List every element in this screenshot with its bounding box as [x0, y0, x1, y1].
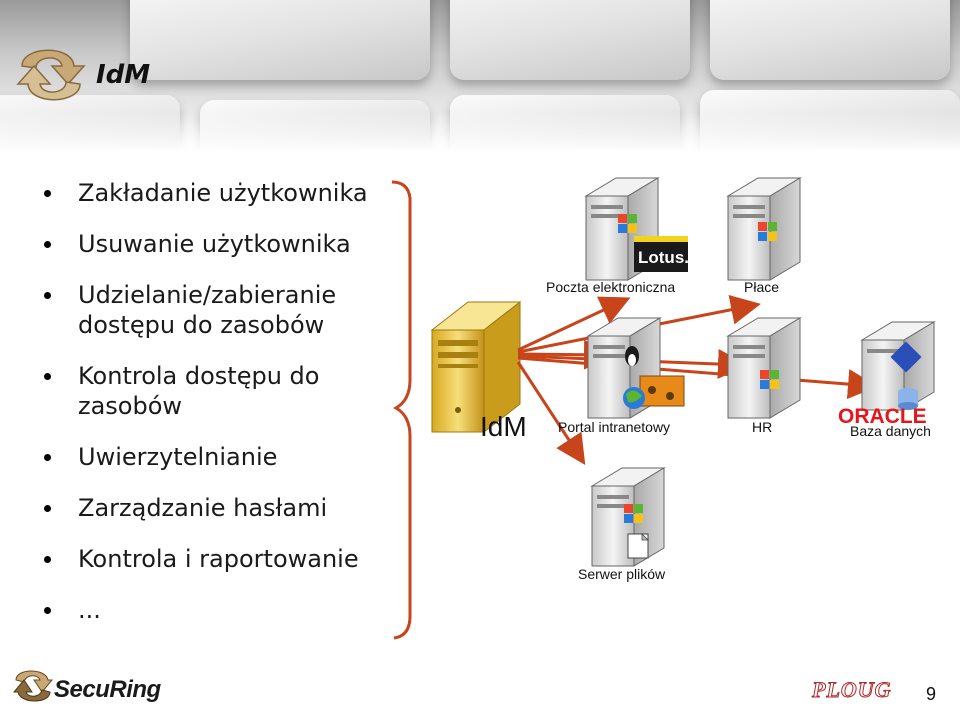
list-item: Zakładanie użytkownika — [40, 178, 410, 208]
list-item: Kontrola dostępu do zasobów — [40, 361, 410, 421]
feature-list: Zakładanie użytkownika Usuwanie użytkown… — [40, 178, 410, 646]
hr-server — [726, 317, 802, 419]
database-server-label: Baza danych — [850, 423, 931, 439]
intranet-server-label: Portal intranetowy — [558, 419, 670, 435]
hr-server-label: HR — [752, 419, 772, 435]
email-server: Lotus. — [584, 177, 689, 281]
footer: SecuRing PLOUG 9 — [0, 652, 960, 712]
company-name: SecuRing — [54, 676, 161, 703]
hub-label: IdM — [480, 411, 527, 442]
list-item: Uwierzytelnianie — [40, 442, 410, 472]
connection-arrows — [516, 294, 878, 466]
payroll-server — [726, 177, 802, 281]
lotus-logo: Lotus. — [638, 248, 689, 267]
oracle-logo: ORACLE — [838, 405, 927, 428]
database-server: ORACLE — [838, 321, 936, 428]
intranet-server — [586, 317, 685, 419]
page-number: 9 — [926, 684, 937, 704]
list-item: Kontrola i raportowanie — [40, 544, 410, 574]
conference-logo: PLOUG — [812, 677, 892, 703]
list-item: Udzielanie/zabieranie dostępu do zasobów — [40, 280, 410, 340]
title-arrows-icon — [16, 49, 86, 101]
slide-title: IdM — [96, 60, 151, 90]
list-item: Zarządzanie hasłami — [40, 493, 410, 523]
idm-diagram: IdM Lotus. Poczta elektroniczna Płace — [391, 177, 936, 640]
email-server-label: Poczta elektroniczna — [546, 279, 675, 295]
bracket-brace — [391, 180, 412, 640]
list-item: Usuwanie użytkownika — [40, 229, 410, 259]
securing-logo-icon — [12, 670, 54, 702]
fileserver-server — [590, 467, 666, 567]
idm-hub-server — [430, 300, 522, 434]
header-keyboard-image — [0, 0, 960, 152]
fileserver-server-label: Serwer plików — [578, 566, 666, 582]
payroll-server-label: Płace — [744, 279, 779, 295]
list-item: ... — [40, 595, 410, 625]
